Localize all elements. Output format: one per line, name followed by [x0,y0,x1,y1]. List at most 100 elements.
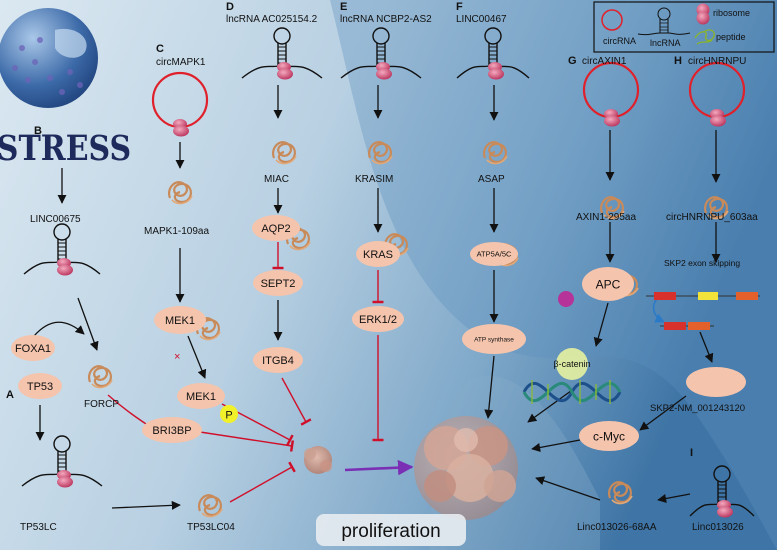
circrna-icon [151,71,209,137]
node-atp-synthase: ATP synthase [462,324,526,354]
tumor-mass-icon [414,416,518,520]
peptide-icon [88,365,113,389]
svg-text:SEPT2: SEPT2 [261,278,296,290]
svg-text:β-catenin: β-catenin [553,359,590,369]
phosphate-icon: P [220,405,238,423]
label-panel-d: D [226,1,234,13]
svg-text:AQP2: AQP2 [261,223,290,235]
svg-text:ATP5A/5C: ATP5A/5C [477,250,512,259]
label-linc00467: LINC00467 [456,14,507,25]
label-mapk1-109aa: MAPK1-109aa [144,226,209,237]
node-cmyc: c-Myc [579,421,639,451]
stress-icon: STRESS [0,128,131,169]
peptide-icon [704,196,729,220]
label-linc013026: Linc013026 [692,522,744,533]
peptide-icon [483,141,508,165]
dna-helix-icon [522,380,622,404]
arrow-linc00675-forcp [77,297,99,351]
arrow-atpsynthase-proliferation [484,355,495,419]
node-atp5a: ATP5A/5C [470,242,518,266]
node-tp53: TP53 [18,373,62,399]
ribosome-icon [376,62,392,80]
svg-text:ERK1/2: ERK1/2 [359,314,397,326]
label-krasim: KRASIM [355,174,393,185]
legend: circRNA lncRNA ribosome peptide [593,1,775,53]
legend-peptide-label: peptide [716,32,746,42]
label-ac025154: lncRNA AC025154.2 [226,14,318,25]
arrow-skip-skp2nm [699,331,714,363]
svg-text:P: P [225,410,232,422]
node-kras: KRAS [356,241,400,267]
lncrna-hairpin-icon [21,435,103,488]
label-panel-a: A [6,389,14,401]
ribosome-icon [488,62,504,80]
legend-peptide-icon [694,29,715,45]
svg-text:APC: APC [596,277,621,291]
node-foxa1: FOXA1 [11,335,55,361]
ribosome-icon [57,470,73,488]
label-panel-h: H [674,55,682,67]
label-linc013026-68aa: Linc013026-68AA [577,522,657,533]
ribosome-icon [717,500,733,518]
beta-catenin-node: β-catenin [553,348,591,380]
arrow-betacatenin-proliferation [527,387,576,423]
proliferation-box: proliferation [316,514,466,546]
peptide-icon [272,141,297,165]
ribosome-icon [277,62,293,80]
label-axin1-295aa: AXIN1-295aa [576,212,636,223]
label-forcp: FORCP [84,399,119,410]
circrna-icon [582,61,640,127]
svg-text:c-Myc: c-Myc [593,429,625,443]
svg-text:MEK1: MEK1 [165,315,195,327]
label-ncbp2as2: lncRNA NCBP2-AS2 [340,14,432,25]
legend-lncrna-label: lncRNA [650,38,681,48]
label-panel-g: G [568,55,577,67]
proliferation-label: proliferation [341,521,440,542]
inhibit-itgb4-proliferation [281,377,312,426]
label-panel-e: E [340,1,347,13]
arrow-foxa1-forcp [33,321,85,337]
label-tp53lc: TP53LC [20,522,57,533]
label-panel-f: F [456,1,463,13]
svg-text:ITGB4: ITGB4 [262,355,294,367]
node-apc: APC [582,267,634,301]
arrows-layer: × [33,85,721,510]
label-circaxin1: circAXIN1 [582,56,627,67]
tumor-mass-icon-small [304,446,332,474]
arrow-peptide68aa-proliferation [535,476,601,501]
label-panel-b: B [34,125,42,137]
arrow-cmyc-proliferation [531,439,581,452]
arrow-apc-betacatenin [593,302,609,347]
background-shape [330,0,777,550]
peptide-icon [198,494,223,518]
nodes-layer: β-cateninTP53FOXA1BRI3BPMEK1MEK1AQP2SEPT… [11,215,746,451]
svg-text:TP53: TP53 [27,381,53,393]
inhibit-tp53lc04-proliferation [229,461,296,503]
node-skp2-nm [686,367,746,397]
legend-lncrna-icon [637,7,691,36]
node-aqp2: AQP2 [252,215,300,241]
arrow-skp2nm-cmyc [639,395,687,431]
node-mek1: MEK1 [154,306,206,334]
label-skp2-skipping: SKP2 exon skipping [664,258,740,268]
node-erk: ERK1/2 [352,306,404,332]
svg-text:FOXA1: FOXA1 [15,343,51,355]
ribosome-icon [173,119,189,137]
arrow-progression [344,459,414,476]
label-circmapk1: circMAPK1 [156,57,206,68]
ribosome-icon [57,258,73,276]
lncrna-hairpin-icon [689,465,755,518]
ribosome-icon [604,109,620,127]
label-miac: MIAC [264,174,289,185]
node-itgb4: ITGB4 [253,347,303,373]
block-mark: × [174,351,180,363]
label-linc00675: LINC00675 [30,214,81,225]
arrow-tp53lc-tp53lc04 [111,500,181,510]
legend-ribosome-label: ribosome [713,8,750,18]
lncrna-hairpin-icon [241,27,323,80]
label-tp53lc04: TP53LC04 [187,522,235,533]
svg-text:MEK1: MEK1 [186,391,216,403]
